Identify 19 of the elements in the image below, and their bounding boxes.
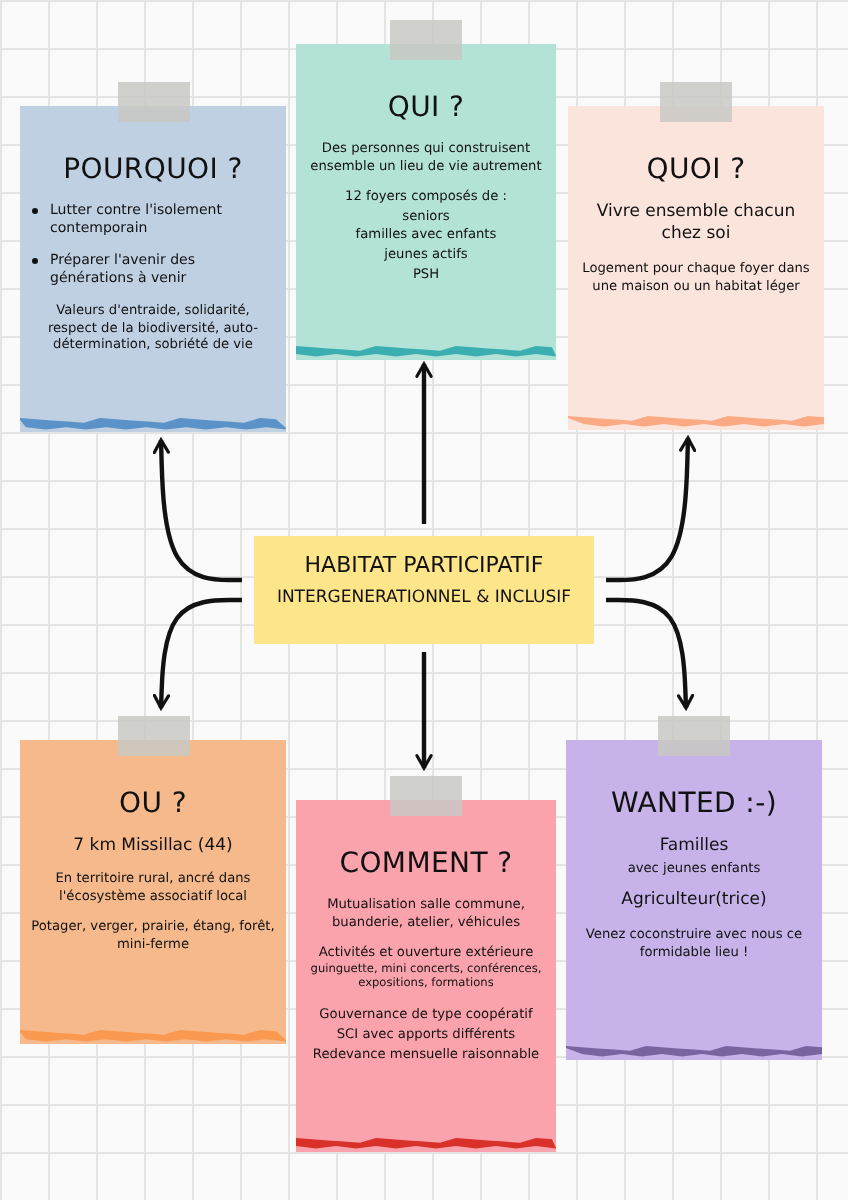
note-text: 7 km Missillac (44) [71, 835, 235, 859]
arrow [415, 652, 433, 770]
title-banner [254, 536, 594, 644]
heading: POURQUOI ? [61, 152, 245, 190]
arrow [415, 362, 433, 524]
heading: OU ? [117, 786, 189, 824]
heading: WANTED :-) [609, 786, 779, 824]
arrow [152, 597, 242, 710]
note-text: Agriculteur(trice) [619, 890, 769, 914]
arrow [606, 436, 697, 583]
heading: COMMENT ? [337, 846, 515, 884]
note-text: INTERGENERATIONNEL & INCLUSIF [274, 587, 574, 611]
arrow [152, 438, 242, 583]
heading: QUI ? [385, 90, 467, 128]
note-text: Vivre ensemble chacun chez soi [594, 201, 798, 248]
note-text: Familles [657, 835, 731, 859]
heading: QUOI ? [644, 152, 748, 190]
arrow [606, 597, 695, 710]
heading: HABITAT PARTICIPATIF [302, 552, 546, 582]
